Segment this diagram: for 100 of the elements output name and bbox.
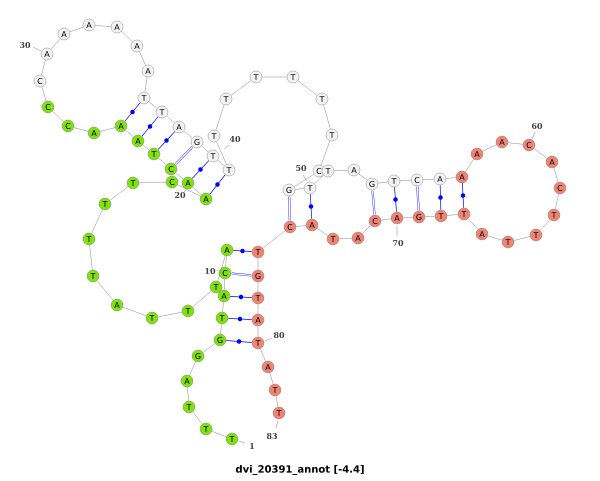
backbone-line: [41, 60, 46, 76]
backbone-line: [316, 228, 328, 236]
backbone-line: [144, 76, 148, 92]
backbone-line: [554, 168, 558, 182]
backbone-line: [50, 38, 60, 50]
base-pair-line: [226, 339, 252, 344]
backbone-line: [192, 186, 202, 196]
backbone-line: [100, 127, 116, 132]
backbone-line: [298, 80, 318, 96]
backbone-line: [270, 372, 274, 384]
base-pair-line: [308, 194, 314, 220]
backbone-line: [201, 146, 209, 152]
backbone-line: [121, 31, 133, 42]
position-number: 10: [205, 268, 218, 274]
backbone-line: [95, 25, 112, 27]
diagram-title: dvi_20391_annot [-4.4]: [236, 465, 364, 475]
backbone-line: [225, 256, 227, 268]
backbone-line: [224, 278, 225, 290]
backbone-line: [177, 184, 201, 196]
backbone-line: [508, 142, 524, 145]
backbone-line: [446, 177, 456, 179]
backbone-line: [110, 186, 128, 200]
backbone-line: [320, 140, 330, 166]
base-pair-line: [416, 186, 420, 210]
backbone-line: [192, 290, 212, 308]
backbone-line: [339, 238, 352, 239]
backbone-line: [216, 104, 224, 130]
backbone-line: [217, 160, 225, 166]
position-number: 50: [296, 164, 308, 182]
base-pair-line: [228, 316, 252, 322]
backbone-line: [158, 158, 167, 166]
backbone-line: [212, 430, 226, 437]
base-pair-line: [393, 186, 398, 212]
backbone-line: [262, 230, 286, 248]
backbone-line: [216, 141, 227, 165]
backbone-line: [294, 188, 304, 190]
backbone-line: [465, 158, 474, 172]
backbone-line: [482, 144, 497, 152]
base-pair-line: [438, 184, 443, 210]
backbone-line: [400, 180, 411, 181]
base-pair-line: [192, 160, 210, 179]
backbone-line: [218, 256, 226, 282]
backbone-line: [403, 217, 413, 218]
backbone-line: [423, 179, 434, 180]
backbone-line: [260, 348, 266, 362]
backbone-line: [222, 302, 224, 312]
position-number: 40: [224, 136, 240, 150]
backbone-line: [189, 361, 196, 376]
backbone-line: [220, 324, 222, 334]
base-pair-line: [372, 190, 376, 214]
backbone-line: [158, 312, 182, 318]
backbone-line: [187, 386, 189, 401]
backbone-line: [91, 209, 103, 234]
backbone-line: [378, 182, 388, 184]
backbone-line: [323, 104, 331, 130]
backbone-line: [488, 236, 502, 240]
backbone-line: [70, 26, 84, 32]
base-pair-line: [460, 182, 466, 208]
backbone-line: [294, 174, 314, 187]
backbone-line: [468, 218, 478, 230]
backbone-line: [52, 111, 64, 122]
backbone-line: [148, 102, 158, 108]
backbone-line: [122, 306, 146, 316]
backbone-line: [166, 116, 175, 124]
position-number: 70: [393, 226, 404, 246]
backbone-line: [96, 280, 114, 300]
backbone-line: [139, 51, 146, 66]
backbone-line: [262, 76, 287, 78]
backbone-line: [555, 194, 559, 210]
backbone-line: [380, 218, 392, 220]
base-pair-line: [124, 102, 140, 122]
position-number: 1: [238, 440, 254, 449]
backbone-line: [74, 127, 88, 132]
backbone-line: [176, 172, 184, 180]
backbone-line: [230, 80, 252, 96]
position-number: 80: [264, 332, 284, 342]
backbone-line: [358, 174, 368, 180]
backbone-line: [334, 170, 348, 171]
backbone-line: [425, 216, 435, 217]
backbone-line: [534, 148, 548, 159]
backbone-line: [276, 396, 278, 408]
backbone-line: [202, 343, 216, 353]
backbone-line: [362, 225, 371, 234]
backbone-line: [42, 86, 46, 102]
backbone-line: [514, 236, 530, 241]
backbone-line: [540, 219, 550, 231]
position-number: 30: [20, 42, 42, 52]
backbone-line: [192, 412, 202, 424]
base-pair-line: [288, 196, 291, 220]
position-number: 20: [174, 190, 186, 198]
base-pair-line: [174, 146, 194, 165]
base-pair-line: [158, 131, 176, 150]
base-pair-line: [210, 174, 226, 194]
backbone-line: [184, 130, 192, 138]
position-number: 60: [532, 122, 542, 140]
backbone-line: [125, 130, 134, 138]
base-pair-line: [232, 248, 252, 254]
base-pair-line: [232, 272, 252, 276]
base-pair-line: [230, 294, 252, 300]
backbone-line: [139, 182, 166, 184]
